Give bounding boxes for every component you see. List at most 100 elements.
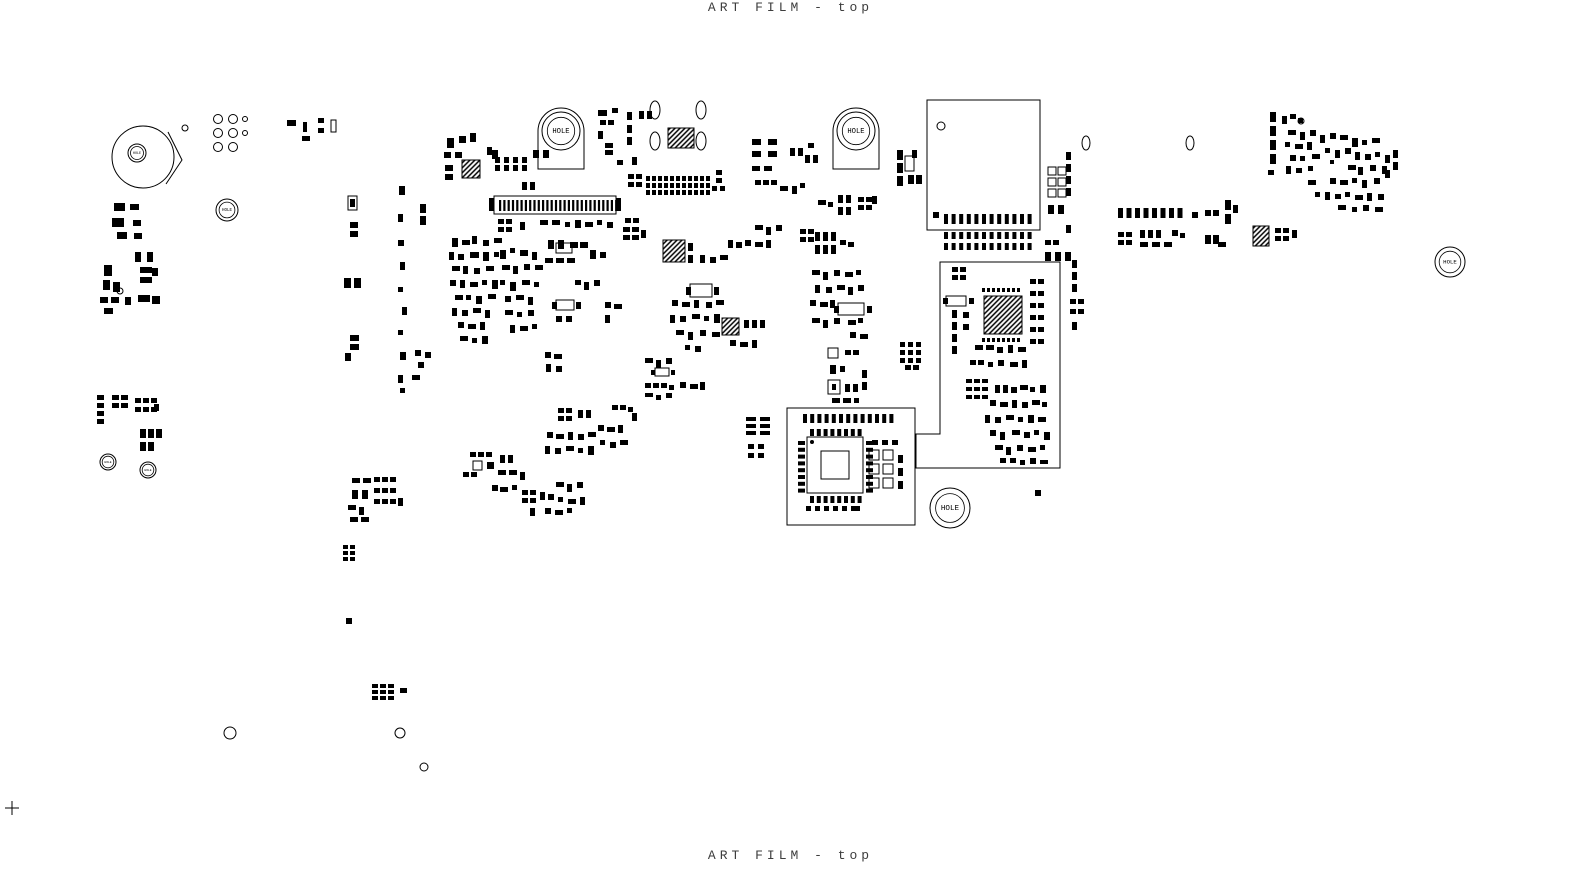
smd-pad [758,453,764,458]
smd-pad [905,365,911,370]
smd-pad [125,297,131,305]
smd-pad [425,352,431,358]
smd-pad [1320,135,1325,143]
smd-pad [682,302,690,307]
smd-pad [480,322,485,330]
title-bottom: ART FILM - top [707,848,874,863]
smd-pad [476,296,482,304]
smd-pad [1002,288,1005,292]
smd-pad [897,176,903,186]
smd-pad [764,166,772,171]
smd-pad [952,334,957,342]
smd-pad [558,408,564,413]
smd-pad [1345,148,1351,154]
component-outline [926,99,1041,231]
smd-pad [605,302,611,308]
smd-pad [287,120,296,126]
smd-pad [1042,402,1047,407]
smd-pad [513,266,518,274]
smd-pad [997,338,1000,342]
smd-pad [780,186,788,191]
component-outline [1047,166,1057,176]
smd-pad [620,405,626,410]
hatched-area [667,127,695,149]
smd-pad [584,282,589,290]
smd-pad [350,344,359,350]
smd-pad [460,336,468,341]
smd-pad [798,468,805,473]
smd-pad [452,308,457,316]
component-outline [882,477,894,489]
smd-pad [343,551,348,555]
smd-pad [577,482,583,488]
smd-pad [960,267,966,272]
smd-pad [837,285,845,290]
smd-pad [995,445,1003,450]
smd-pad [862,382,867,390]
smd-pad [1030,315,1036,320]
smd-pad [1020,232,1024,239]
smd-pad [736,242,742,248]
hole-label: HOLE [133,152,141,156]
smd-pad [1030,327,1036,332]
smd-pad [97,403,104,408]
smd-pad [134,233,142,239]
fiducial-hole-inner [101,455,115,469]
smd-pad [1072,322,1077,330]
smd-pad [400,352,406,360]
smd-pad [104,308,113,314]
smd-pad [1044,432,1050,440]
title-top: ART FILM - top [707,0,874,15]
smd-pad [1006,415,1014,420]
hole-outline [213,128,223,138]
hole-label: HOLE [104,461,111,464]
smd-pad [858,205,864,210]
smd-pad [97,419,104,424]
smd-pad [558,497,563,502]
smd-pad [625,218,631,223]
smd-pad [1385,155,1390,163]
smd-pad [151,407,157,412]
smd-pad [1002,338,1005,342]
hole-outline [242,116,248,122]
smd-pad [823,272,828,280]
component-outline [1047,188,1057,198]
smd-pad [900,342,905,347]
smd-pad [897,150,903,160]
smd-pad [960,275,966,280]
smd-pad [908,342,913,347]
smd-pad [522,498,528,503]
smd-pad [516,200,519,211]
smd-pad [1340,135,1348,140]
smd-pad [897,163,903,173]
smd-pad [363,478,371,483]
smd-pad [866,475,873,479]
smd-pad [1030,339,1036,344]
smd-pad [112,395,119,400]
smd-pad [487,147,492,155]
smd-pad [866,197,872,202]
smd-pad [420,216,426,225]
smd-pad [532,252,537,260]
smd-pad [816,496,821,503]
smd-pad [989,243,994,250]
smd-pad [530,498,536,503]
smd-pad [710,257,716,263]
hole-outline [419,762,429,772]
smd-pad [1058,205,1064,214]
smd-pad [343,557,348,561]
smd-pad [400,688,407,693]
smd-pad [1292,230,1297,238]
smd-pad [676,190,680,195]
smd-pad [805,155,810,163]
smd-pad [374,499,380,504]
smd-pad [1000,432,1005,440]
smd-pad [1053,240,1059,245]
smd-pad [688,176,692,181]
smd-pad [545,508,551,514]
smd-pad [530,508,535,516]
smd-pad [1017,338,1020,342]
